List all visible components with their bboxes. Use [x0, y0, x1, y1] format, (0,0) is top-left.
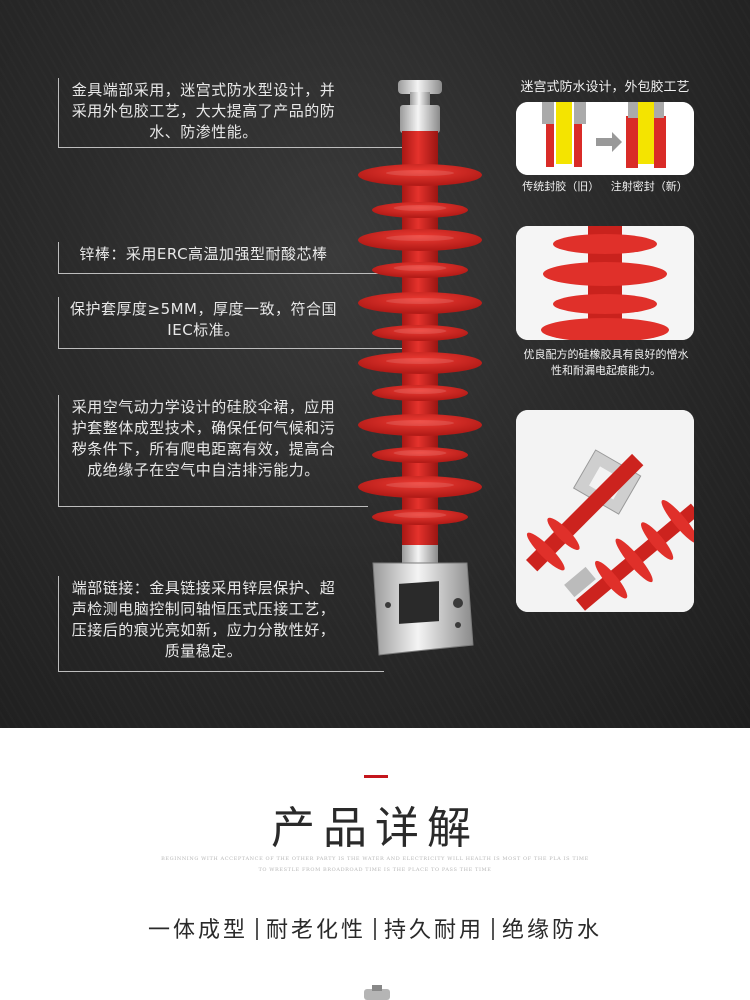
separator [255, 918, 258, 940]
label-new: 注射密封（新） [610, 180, 688, 193]
section-subtitle: BEGINNING WITH ACCEPTANCE OF THE OTHER P… [161, 856, 589, 862]
end-fittings-photo [516, 410, 694, 612]
feature-item: 持久耐用 [384, 918, 485, 943]
top-fitting-neck [410, 92, 430, 106]
silicone-shed [358, 352, 482, 374]
separator [374, 918, 376, 940]
bracket-window [399, 581, 439, 624]
silicone-shed [372, 325, 468, 341]
shed-highlight [385, 420, 455, 426]
shed-highlight [393, 205, 447, 211]
callout-silicone-sheds: 采用空气动力学设计的硅胶伞裙，应用护套整体成型技术，确保任何气候和污秽条件下，所… [58, 395, 346, 507]
rod-old-icon [556, 102, 572, 164]
arrow-right-icon [596, 132, 622, 152]
waterproof-caption: 迷宫式防水设计，外包胶工艺 [520, 80, 690, 95]
shed-highlight [385, 170, 455, 176]
feature-list: 一体成型耐老化性持久耐用绝缘防水 [0, 912, 750, 944]
silicone-shed [372, 202, 468, 218]
leader-line [346, 348, 408, 349]
label-old: 传统封胶（旧） [522, 180, 600, 193]
bracket-hole [455, 622, 461, 628]
product-detail-banner: 金具端部采用，迷宫式防水型设计，并采用外包胶工艺，大大提高了产品的防水、防渗性能… [0, 0, 750, 728]
callout-text: 采用空气动力学设计的硅胶伞裙，应用护套整体成型技术，确保任何气候和污秽条件下，所… [71, 398, 336, 479]
shed-highlight [385, 482, 455, 488]
accent-bar [364, 775, 388, 778]
top-fitting-sleeve [400, 105, 440, 133]
silicone-shed [372, 385, 468, 401]
rod-new-icon [638, 102, 654, 164]
shed-highlight [393, 388, 447, 394]
silicone-shed [358, 476, 482, 498]
separator [492, 918, 495, 940]
insulator-illustration [358, 80, 482, 656]
callout-fitting-end: 金具端部采用，迷宫式防水型设计，并采用外包胶工艺，大大提高了产品的防水、防渗性能… [58, 78, 346, 148]
silicone-shed [372, 447, 468, 463]
silicone-shed [372, 262, 468, 278]
silicone-shed [372, 509, 468, 525]
callout-text: 锌棒：采用ERC高温加强型耐酸芯棒 [79, 245, 328, 263]
shed-highlight [385, 298, 455, 304]
leader-line [346, 671, 384, 672]
silicone-caption: 优良配方的硅橡胶具有良好的憎水性和耐漏电起痕能力。 [523, 348, 689, 377]
feature-item: 绝缘防水 [502, 918, 603, 943]
shed-highlight [393, 512, 447, 518]
silicone-sheds-closeup [516, 226, 694, 340]
bottom-fitting-sleeve [402, 545, 438, 567]
silicone-shed [358, 292, 482, 314]
bracket-hole [385, 602, 391, 608]
silicone-shed [358, 229, 482, 251]
shed-highlight [385, 235, 455, 241]
shed-highlight [393, 328, 447, 334]
seal-labels: 传统封胶（旧） 注射密封（新） [510, 178, 700, 194]
callout-sheath-thickness: 保护套厚度≥5MM，厚度一致，符合国IEC标准。 [58, 297, 346, 349]
callout-end-link: 端部链接：金具链接采用锌层保护、超声检测电脑控制同轴恒压式压接工艺，压接后的痕光… [58, 576, 346, 672]
shed-highlight [393, 450, 447, 456]
callout-text: 保护套厚度≥5MM，厚度一致，符合国IEC标准。 [70, 300, 337, 339]
section-subtitle: TO WRESTLE FROM BROADROAD TIME IS THE PL… [258, 867, 492, 873]
seal-comparison-panel [516, 102, 694, 175]
shed-highlight [393, 265, 447, 271]
callout-text: 金具端部采用，迷宫式防水型设计，并采用外包胶工艺，大大提高了产品的防水、防渗性能… [71, 81, 336, 141]
shed-highlight [385, 358, 455, 364]
fitting-preview [364, 985, 390, 1000]
leader-line [346, 147, 402, 148]
leader-line [346, 506, 368, 507]
feature-item: 一体成型 [147, 918, 248, 943]
callout-core-rod: 锌棒：采用ERC高温加强型耐酸芯棒 [58, 242, 346, 274]
shed-group [358, 164, 482, 525]
top-fitting-cap [398, 80, 442, 94]
bracket-hole [453, 598, 463, 608]
section-title: 产品详解 [271, 803, 479, 854]
feature-item: 耐老化性 [265, 918, 366, 943]
silicone-shed [358, 414, 482, 436]
callout-text: 端部链接：金具链接采用锌层保护、超声检测电脑控制同轴恒压式压接工艺，压接后的痕光… [71, 579, 336, 660]
silicone-shed [358, 164, 482, 186]
